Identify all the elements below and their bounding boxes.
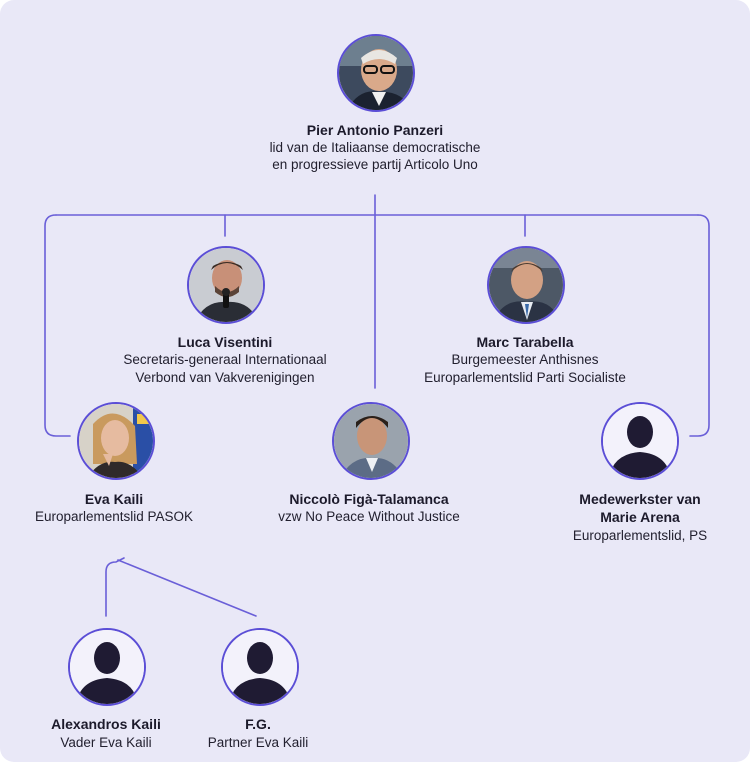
branch-left-curve — [44, 214, 71, 437]
medewerkster-role-line-1: Europarlementslid, PS — [572, 528, 708, 543]
visentini-name: Luca Visentini — [177, 334, 273, 350]
visentini-role-line-1: Secretaris-generaal Internationaal — [123, 352, 327, 367]
alexandros-name: Alexandros Kaili — [51, 716, 161, 732]
branch-right-curve — [689, 214, 710, 437]
photo-portrait-icon — [489, 248, 563, 322]
tarabella-avatar — [487, 246, 565, 324]
kaili-name: Eva Kaili — [84, 491, 144, 507]
figa-role-line-1: vzw No Peace Without Justice — [278, 509, 460, 524]
alexandros-avatar — [68, 628, 146, 706]
medewerkster-name-line-1: Medewerkster van — [579, 491, 701, 507]
panzeri-name: Pier Antonio Panzeri — [306, 122, 444, 138]
panzeri-avatar — [337, 34, 415, 112]
tarabella-name: Marc Tarabella — [476, 334, 574, 350]
medewerkster-avatar — [601, 402, 679, 480]
photo-portrait-icon — [189, 248, 263, 322]
panzeri-role-line-1: lid van de Italiaanse democratische — [269, 140, 481, 155]
fg-name: F.G. — [245, 716, 271, 732]
visentini-avatar — [187, 246, 265, 324]
alexandros-role-line-1: Vader Eva Kaili — [60, 735, 152, 750]
visentini-role-line-2: Verbond van Vakverenigingen — [135, 370, 315, 385]
family-line-left — [105, 557, 125, 617]
silhouette-icon — [223, 630, 297, 704]
kaili-avatar — [77, 402, 155, 480]
silhouette-icon — [603, 404, 677, 478]
photo-portrait-icon — [339, 36, 413, 110]
silhouette-icon — [70, 630, 144, 704]
fg-avatar — [221, 628, 299, 706]
panzeri-role-line-2: en progressieve partij Articolo Uno — [272, 157, 478, 172]
figa-avatar — [332, 402, 410, 480]
fg-role-line-1: Partner Eva Kaili — [207, 735, 309, 750]
photo-portrait-icon — [334, 404, 408, 478]
figa-name: Niccolò Figà-Talamanca — [289, 491, 449, 507]
tarabella-role-line-1: Burgemeester Anthisnes — [451, 352, 599, 367]
family-line-diagonal — [117, 559, 257, 617]
kaili-role-line-1: Europarlementslid PASOK — [34, 509, 194, 524]
tarabella-role-line-2: Europarlementslid Parti Socialiste — [424, 370, 626, 385]
photo-portrait-icon — [79, 404, 153, 478]
medewerkster-name-line-2: Marie Arena — [600, 509, 680, 525]
